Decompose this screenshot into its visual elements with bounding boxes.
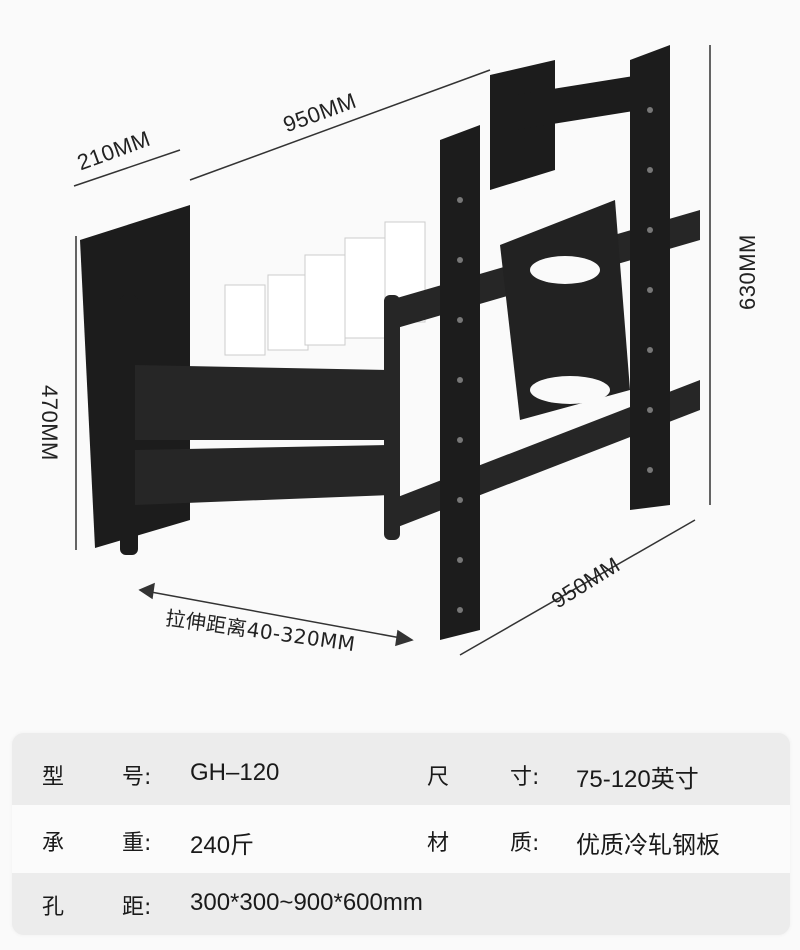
spec-value-load: 240斤 [190, 832, 255, 859]
spec-row: 孔 距: 300*300~900*600mm [12, 873, 790, 935]
spec-table: 型 号: GH–120 尺 寸: 75-120英寸 承 重: 240斤 材 质:… [12, 733, 790, 935]
spec-label: 孔 [42, 895, 65, 920]
spec-label: 材 [427, 831, 450, 856]
spec-row: 承 重: 240斤 材 质: 优质冷轧钢板 [12, 805, 790, 873]
spec-label: 承 [42, 831, 65, 856]
spec-label: 尺 [427, 765, 450, 790]
spec-label: 重: [122, 831, 152, 856]
center-bracket [500, 200, 630, 420]
left-height-label: 470MM [37, 385, 62, 461]
spec-value-material: 优质冷轧钢板 [576, 832, 720, 859]
spec-value-model: GH–120 [190, 759, 280, 786]
spec-label: 寸: [510, 765, 540, 790]
spec-label: 型 [42, 765, 65, 790]
spec-label: 质: [510, 831, 540, 856]
dimension-lines [73, 45, 711, 656]
tv-wall-mount-illustration [73, 45, 711, 656]
rail-holes [457, 107, 653, 613]
spec-value-size: 75-120英寸 [576, 766, 699, 793]
spec-row: 型 号: GH–120 尺 寸: 75-120英寸 [12, 733, 790, 805]
spec-label: 距: [122, 895, 152, 920]
spec-label: 号: [122, 765, 152, 790]
spec-value-hole-spacing: 300*300~900*600mm [190, 889, 423, 916]
right-height-label: 630MM [735, 234, 760, 310]
